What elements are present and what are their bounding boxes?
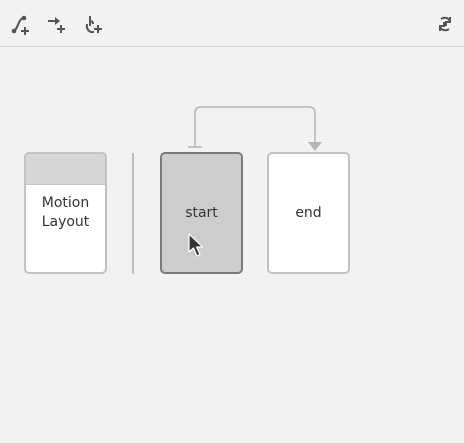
state-start[interactable]: start [160,152,243,274]
create-constraint-set-icon[interactable] [9,12,33,36]
divider [132,153,134,274]
state-start-label: start [185,204,218,221]
state-end-label: end [295,204,322,221]
motion-layout-label-line2: Layout [41,214,90,230]
motion-layout-label: Motion Layout [26,194,105,232]
state-end[interactable]: end [267,152,350,274]
transition-arrow[interactable] [0,47,464,443]
mouse-cursor-icon [188,233,204,257]
toolbar [0,0,464,47]
motion-layout-card[interactable]: Motion Layout [24,152,107,274]
cycle-layouts-icon[interactable] [433,12,457,36]
motion-layout-label-line1: Motion [41,195,90,211]
create-transition-icon[interactable] [45,12,69,36]
motion-layout-card-header [26,154,105,185]
layout-canvas: Motion Layout start end [0,47,464,443]
create-click-handler-icon[interactable] [81,12,105,36]
